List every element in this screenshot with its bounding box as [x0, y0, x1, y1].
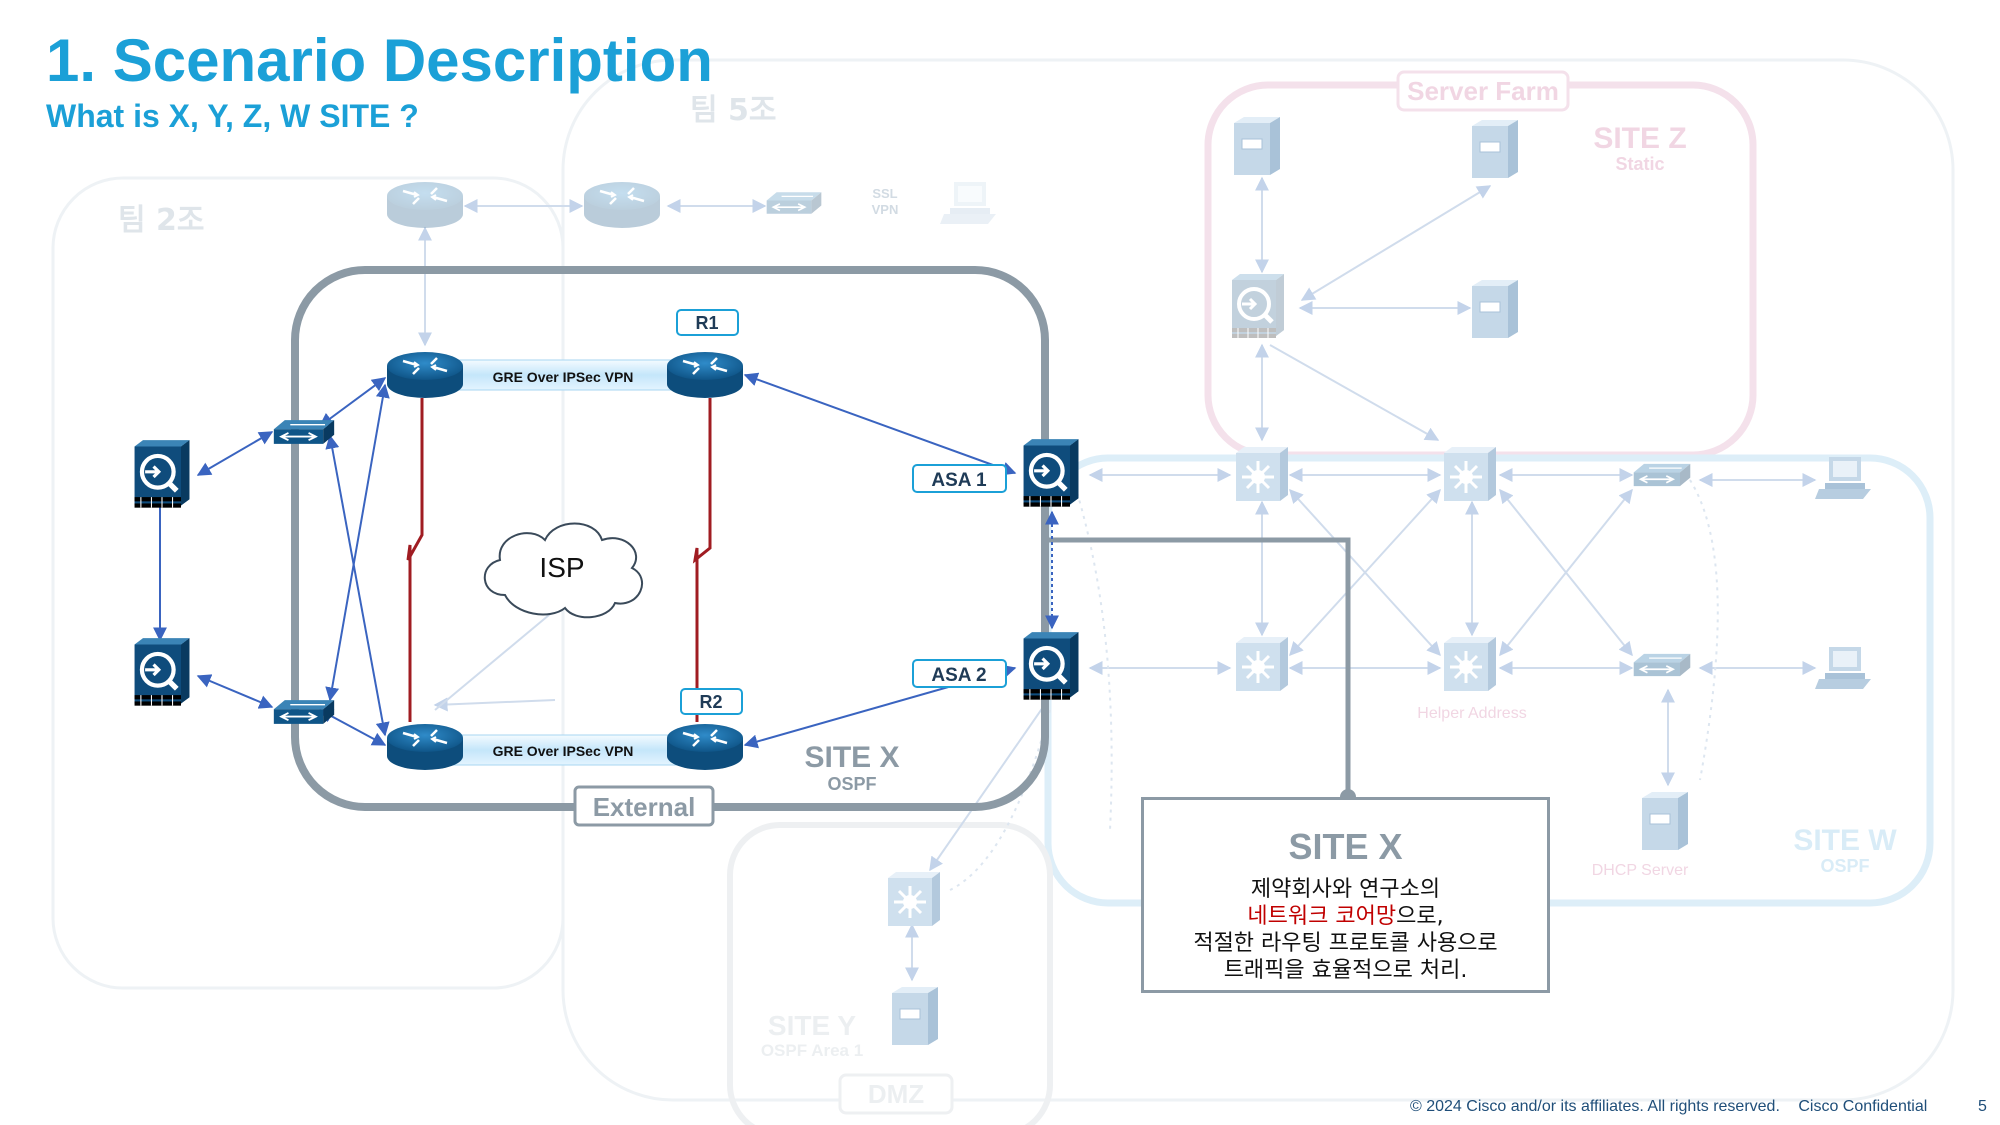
router-icon — [665, 350, 745, 400]
firewall-icon — [1232, 274, 1284, 338]
l3-switch-icon — [1442, 635, 1498, 693]
callout-line-3: 적절한 라우팅 프로토콜 사용으로 — [1193, 931, 1498, 956]
site-z-label: SITE Z — [1593, 122, 1686, 155]
team5-label: 팀 5조 — [690, 93, 777, 128]
helper-address-label: Helper Address — [1417, 705, 1526, 722]
callout-line-4: 트래픽을 효율적으로 처리. — [1223, 958, 1468, 983]
isp-label: ISP — [539, 552, 584, 583]
cloud-icon: ISP — [483, 522, 644, 619]
firewall-icon — [1024, 439, 1079, 507]
svg-text:GRE Over IPSec VPN: GRE Over IPSec VPN — [493, 369, 634, 385]
faded-links — [418, 176, 1817, 982]
ssl-vpn-label-1: SSL — [872, 186, 897, 201]
l3-switch-icon — [1234, 635, 1290, 693]
callout-line-2-rest: 으로, — [1396, 904, 1444, 929]
callout-line-1: 제약회사와 연구소의 — [1250, 877, 1441, 902]
callout-title: SITE X — [1288, 826, 1403, 867]
router-icon — [385, 722, 465, 772]
dmz-label: DMZ — [868, 1079, 924, 1109]
switch-icon — [1632, 462, 1692, 488]
svg-text:ASA 2: ASA 2 — [931, 665, 986, 686]
site-x-callout: SITE X 제약회사와 연구소의 네트워크 코어망으로, 적절한 라우팅 프로… — [1141, 797, 1550, 993]
l3-switch-icon — [1234, 445, 1290, 503]
router-icon — [385, 180, 465, 230]
site-w-sublabel: OSPF — [1820, 856, 1869, 876]
svg-text:GRE Over IPSec VPN: GRE Over IPSec VPN — [493, 743, 634, 759]
server-icon — [1471, 119, 1519, 179]
site-y-label: SITE Y — [768, 1010, 857, 1041]
server-icon — [891, 986, 939, 1046]
footer-copyright: © 2024 Cisco and/or its affiliates. All … — [1410, 1098, 1780, 1115]
callout-highlight: 네트워크 코어망 — [1247, 904, 1397, 929]
callout-body: 제약회사와 연구소의 네트워크 코어망으로, 적절한 라우팅 프로토콜 사용으로… — [1144, 876, 1547, 984]
ssl-vpn-label-2: VPN — [872, 202, 899, 217]
server-icon — [1233, 116, 1281, 176]
switch-icon — [272, 419, 336, 445]
l3-switch-icon — [886, 870, 942, 928]
callout-connector — [1045, 537, 1351, 797]
svg-text:R1: R1 — [695, 313, 718, 333]
dhcp-server-label: DHCP Server — [1592, 862, 1689, 879]
asa1-tag: ASA 1 — [912, 464, 1007, 493]
dmz-tag — [838, 1073, 954, 1115]
router-icon — [385, 350, 465, 400]
site-y-sublabel: OSPF Area 1 — [761, 1041, 863, 1060]
router-icon — [582, 180, 662, 230]
switch-icon — [272, 699, 336, 725]
site-x-sublabel: OSPF — [827, 774, 876, 794]
page-subtitle: What is X, Y, Z, W SITE ? — [46, 98, 419, 134]
site-y-zone — [727, 822, 1053, 1125]
firewall-icon — [135, 440, 190, 508]
firewall-icon — [1024, 632, 1079, 700]
active-links — [153, 372, 1059, 749]
svg-text:R2: R2 — [699, 692, 722, 712]
server-farm-label: Server Farm — [1407, 76, 1559, 106]
server-icon — [1471, 279, 1519, 339]
server-farm-tag — [1396, 70, 1570, 112]
svg-text:ASA 1: ASA 1 — [931, 470, 987, 491]
footer-confidential: Cisco Confidential — [1798, 1098, 1928, 1115]
site-w-label: SITE W — [1793, 824, 1897, 857]
team2-label: 팀 2조 — [118, 203, 205, 238]
external-label: External — [593, 792, 696, 822]
gre-tunnel-bottom: GRE Over IPSec VPN — [429, 734, 709, 766]
switch-icon — [765, 191, 823, 215]
asa2-tag: ASA 2 — [912, 659, 1007, 688]
router-icon — [665, 722, 745, 772]
page-number: 5 — [1978, 1098, 1987, 1115]
footer: © 2024 Cisco and/or its affiliates. All … — [1410, 1098, 1941, 1116]
wan-links — [406, 398, 712, 722]
l3-switch-icon — [1442, 445, 1498, 503]
page-title: 1. Scenario Description — [46, 27, 713, 94]
pc-icon — [1815, 457, 1871, 499]
faded-dotted-links — [949, 469, 1719, 891]
external-tag — [573, 785, 715, 827]
site-z-sublabel: Static — [1615, 154, 1664, 174]
site-x-label: SITE X — [804, 741, 899, 774]
pc-icon — [1815, 647, 1871, 689]
switch-icon — [1632, 652, 1692, 678]
callout-line-2: 네트워크 코어망으로, — [1144, 903, 1547, 930]
r2-tag: R2 — [680, 688, 743, 715]
r1-tag: R1 — [676, 309, 739, 336]
firewall-icon — [135, 638, 190, 706]
server-icon — [1641, 791, 1689, 851]
gre-tunnel-top: GRE Over IPSec VPN — [429, 359, 709, 391]
pc-icon — [940, 182, 996, 224]
